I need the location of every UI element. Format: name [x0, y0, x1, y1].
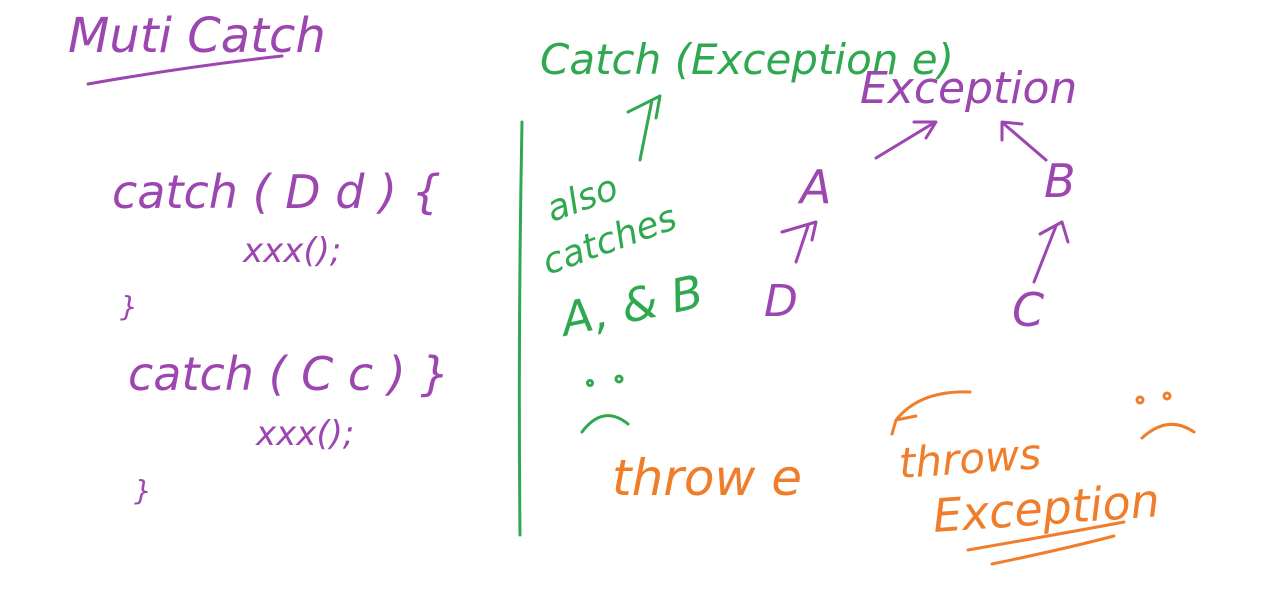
code-catch-1: catch ( D d ) {: [112, 165, 441, 219]
arrow-left-icon: [890, 390, 972, 436]
node-a: A: [797, 160, 831, 214]
arrow-d-to-a-icon: [780, 220, 818, 264]
code-body-1: xxx();: [242, 231, 341, 271]
title-underline: [86, 54, 284, 86]
exception-underline: [966, 520, 1126, 566]
throws-text: throws: [897, 429, 1042, 488]
arrow-up-icon: [626, 94, 662, 162]
throw-text: throw e: [612, 449, 802, 507]
node-c: C: [1012, 283, 1044, 337]
top-catch-text: Catch (Exception e): [540, 35, 954, 84]
note-line-3: A, & B: [553, 264, 708, 347]
code-body-2: xxx();: [255, 414, 354, 454]
node-b: B: [1044, 154, 1076, 208]
hierarchy-root: Exception: [860, 63, 1077, 114]
arrow-c-to-b-icon: [1032, 220, 1070, 284]
node-d: D: [764, 276, 798, 327]
code-close-1: }: [120, 290, 138, 323]
sad-face-right-icon: [1135, 391, 1196, 440]
code-close-2: }: [134, 474, 152, 507]
exception-text: Exception: [931, 473, 1161, 543]
arrow-b-to-exception-icon: [1000, 120, 1048, 162]
divider-line: [517, 120, 524, 537]
code-catch-2: catch ( C c ) }: [128, 347, 450, 401]
title-text: Muti Catch: [68, 8, 326, 64]
sad-face-icon: [580, 374, 630, 434]
arrow-a-to-exception-icon: [874, 120, 938, 160]
